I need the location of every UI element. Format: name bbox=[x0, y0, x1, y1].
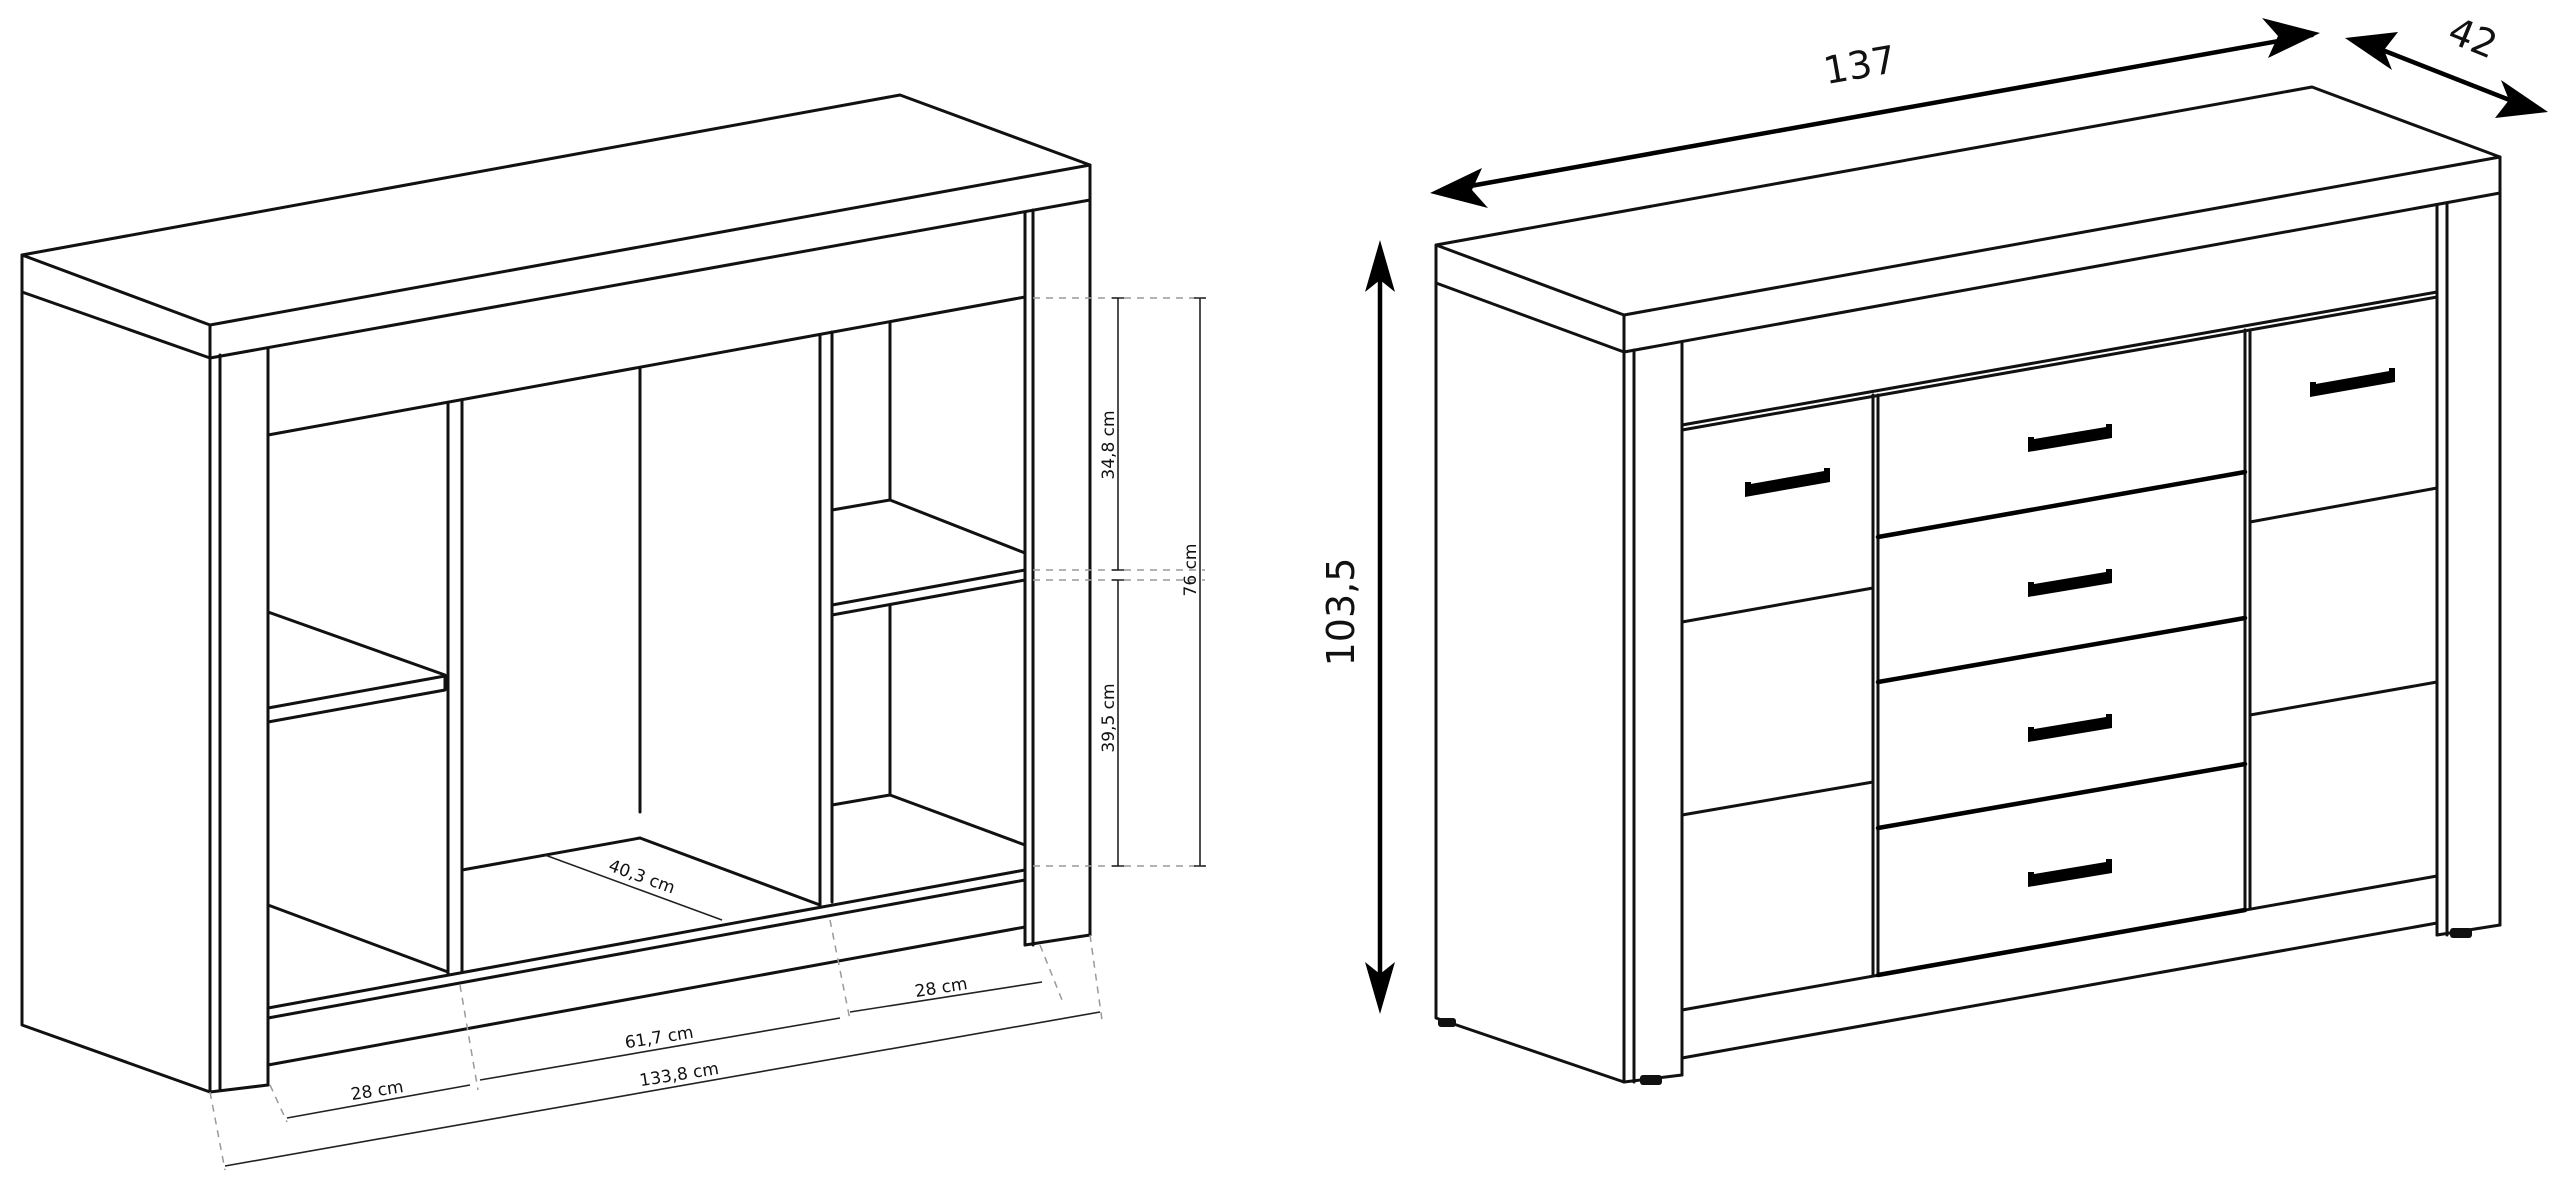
foot-icon bbox=[1438, 1018, 1456, 1027]
handle-icons bbox=[1745, 368, 2395, 887]
open-sideboard-drawing: 34,8 cm 39,5 cm 76 cm 40,3 cm 28 cm 61,7… bbox=[20, 93, 1206, 1171]
inner-height-label: 76 cm bbox=[1181, 544, 1201, 597]
drawer-handle-icon bbox=[2028, 716, 2112, 742]
lower-shelf-height-label: 39,5 cm bbox=[1099, 683, 1119, 752]
depth-label: 42 bbox=[2442, 8, 2503, 67]
foot-icon bbox=[1640, 1075, 1662, 1085]
door-handle-icon bbox=[2310, 370, 2395, 397]
width-label: 137 bbox=[1820, 37, 1899, 93]
left-width-label: 28 cm bbox=[350, 1077, 405, 1105]
center-depth-label: 40,3 cm bbox=[606, 856, 678, 898]
drawer-handle-icon bbox=[2028, 861, 2112, 887]
door-handle-icon bbox=[1745, 470, 1830, 497]
drawer-handle-icon bbox=[2028, 426, 2112, 452]
upper-shelf-height-label: 34,8 cm bbox=[1099, 410, 1119, 479]
foot-icon bbox=[2450, 928, 2472, 938]
right-width-label: 28 cm bbox=[914, 974, 969, 1002]
drawer-handle-icon bbox=[2028, 571, 2112, 597]
height-label: 103,5 bbox=[1319, 558, 1363, 667]
closed-sideboard-drawing: 137 42 103,5 bbox=[1319, 8, 2548, 1085]
